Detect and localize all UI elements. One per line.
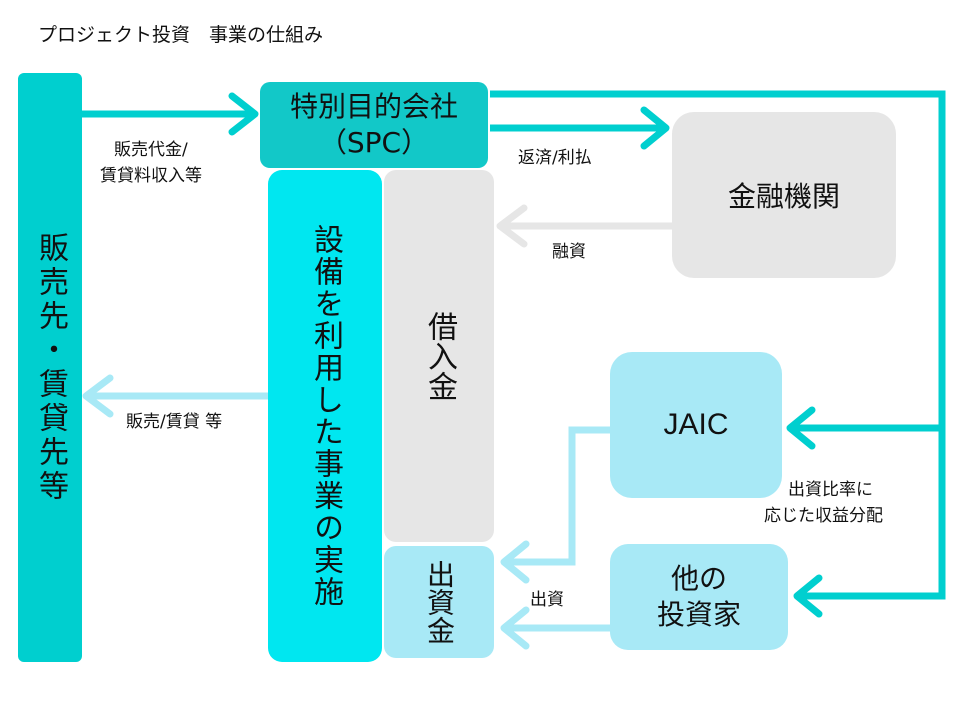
business-box: 設備を利用した事業の実施 xyxy=(268,170,382,662)
bank-box: 金融機関 xyxy=(672,112,896,278)
arrow-jaic-investment xyxy=(500,426,610,584)
investment-label: 出資 xyxy=(530,590,564,610)
other-investors-label-line1: 他の xyxy=(670,562,727,595)
jaic-label: JAIC xyxy=(663,408,729,441)
arrow-sales-to-customers xyxy=(82,374,268,418)
repayment-label: 返済/利払 xyxy=(518,148,592,168)
loan-label: 借入金 xyxy=(422,311,457,401)
arrow-financing-to-loan xyxy=(496,204,672,248)
arrow-repayment-to-bank xyxy=(490,106,670,150)
spc-label-line1: 特別目的会社 xyxy=(289,90,458,123)
spc-box: 特別目的会社 （SPC） xyxy=(260,82,488,168)
arrow-investors-investment xyxy=(500,606,610,650)
revenue-label-line1: 販売代金/ xyxy=(114,140,188,160)
arrow-revenue-to-spc xyxy=(82,92,259,136)
customers-box: 販売先・賃貸先等 xyxy=(18,73,82,662)
other-investors-box: 他の 投資家 xyxy=(610,544,788,650)
distribution-label-line2: 応じた収益分配 xyxy=(764,506,883,526)
loan-box: 借入金 xyxy=(384,170,494,542)
financing-label: 融資 xyxy=(552,242,586,262)
spc-label-line2: （SPC） xyxy=(318,126,430,159)
bank-label: 金融機関 xyxy=(727,180,840,213)
page-title: プロジェクト投資 事業の仕組み xyxy=(38,24,324,46)
other-investors-label-line2: 投資家 xyxy=(656,598,741,631)
jaic-box: JAIC xyxy=(610,352,782,498)
equity-box: 出資金 xyxy=(384,546,494,658)
business-label: 設備を利用した事業の実施 xyxy=(308,224,343,608)
arrow-distribution xyxy=(490,90,946,618)
distribution-label-line1: 出資比率に xyxy=(788,480,873,500)
sales-label: 販売/賃貸 等 xyxy=(126,412,223,432)
equity-label: 出資金 xyxy=(423,560,456,644)
revenue-label-line2: 賃貸料収入等 xyxy=(100,166,202,186)
customers-label: 販売先・賃貸先等 xyxy=(33,231,68,504)
